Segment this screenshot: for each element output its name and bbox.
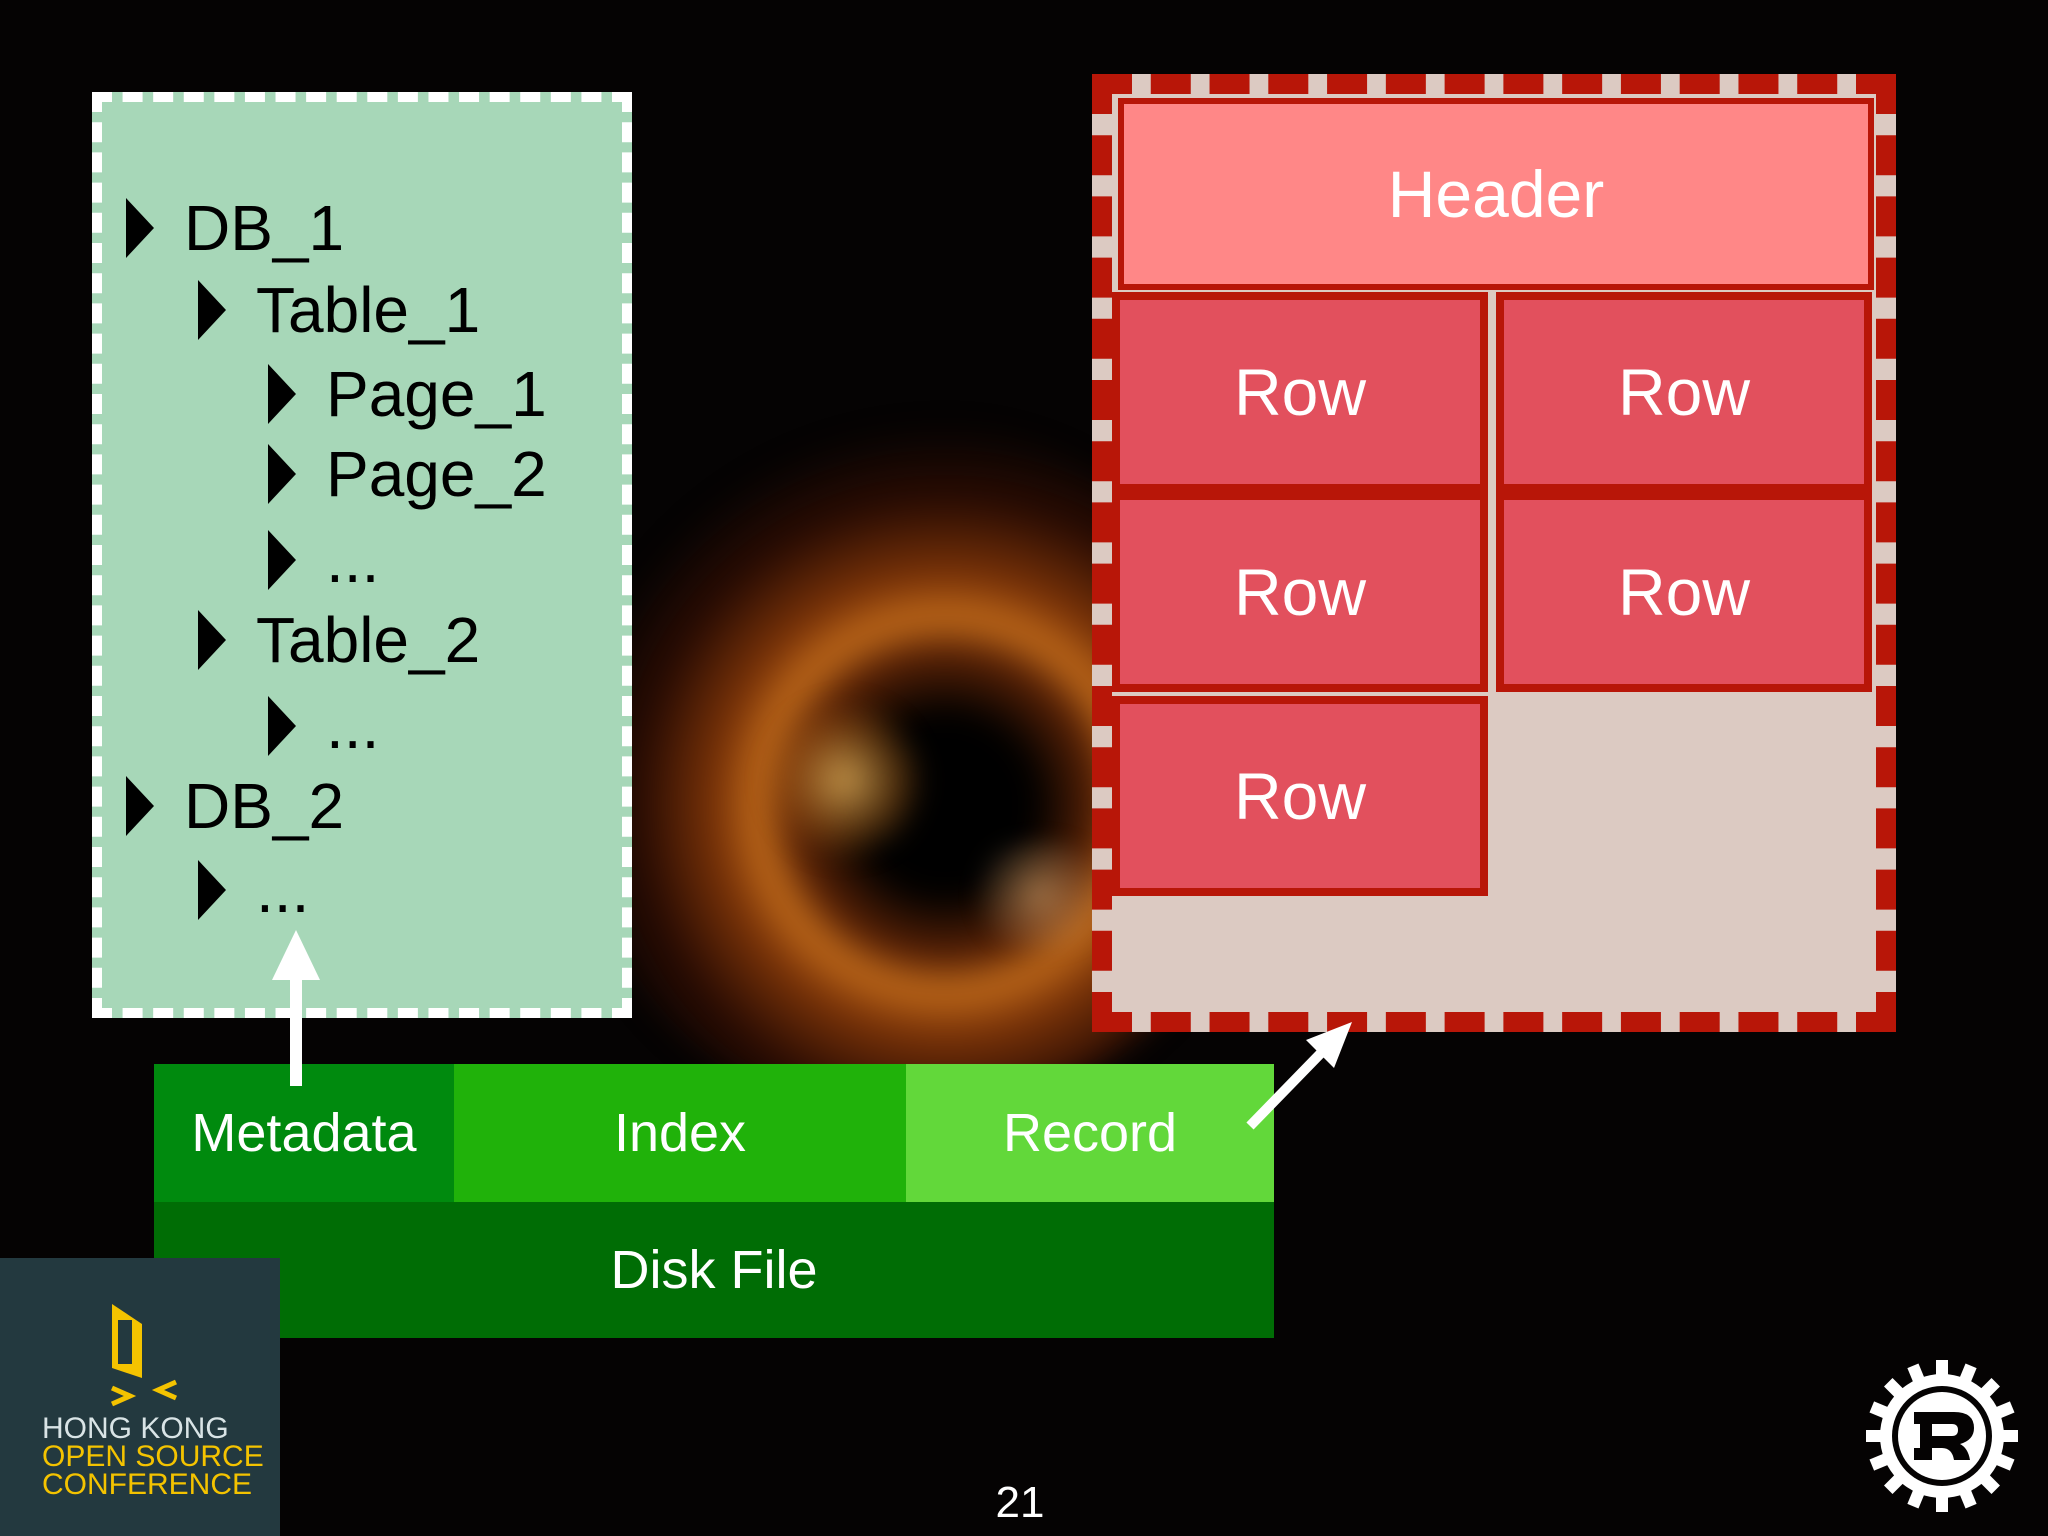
tree-item-db-2-more: ... [198,850,309,930]
tree-item-label: Page_2 [326,438,547,510]
tree-item-label: ... [326,690,380,762]
triangle-right-icon [198,860,226,920]
row-block: Row [1112,696,1488,896]
slide-number: 21 [995,1478,1045,1527]
rust-logo-icon [1866,1360,2018,1512]
row-block: Row [1112,292,1488,492]
tree-item-pages-more: ... [268,520,379,600]
conference-line-1: HONG KONG [42,1412,229,1445]
tree-item-label: DB_2 [184,770,345,842]
index-segment: Index [454,1064,906,1202]
row-block: Row [1496,492,1872,692]
triangle-right-icon [198,610,226,670]
tree-item-db-1: DB_1 [126,188,344,268]
tree-item-label: DB_1 [184,192,345,264]
door-logo-icon [110,1304,178,1407]
tree-item-label: ... [326,524,380,596]
tree-item-db-2: DB_2 [126,766,344,846]
record-segment: Record [906,1064,1274,1202]
conference-line-3: CONFERENCE [42,1468,253,1501]
tree-item-label: ... [256,854,310,926]
triangle-right-icon [126,198,154,258]
triangle-right-icon [268,444,296,504]
tree-item-page-1: Page_1 [268,354,547,434]
page-header-block: Header [1118,98,1874,290]
tree-item-label: Page_1 [326,358,547,430]
triangle-right-icon [126,776,154,836]
metadata-segment: Metadata [154,1064,454,1202]
tree-item-label: Table_1 [256,274,481,346]
triangle-right-icon [198,280,226,340]
background-glow-highlight [760,700,930,860]
tree-item-table-2-more: ... [268,686,379,766]
triangle-right-icon [268,364,296,424]
tree-item-label: Table_2 [256,604,481,676]
metadata-tree-panel [92,92,632,1018]
row-block: Row [1496,292,1872,492]
row-block: Row [1112,492,1488,692]
disk-file-bar: Disk File [154,1202,1274,1338]
tree-item-page-2: Page_2 [268,434,547,514]
triangle-right-icon [268,530,296,590]
triangle-right-icon [268,696,296,756]
conference-logo: HONG KONG OPEN SOURCE CONFERENCE [0,1258,280,1536]
tree-item-table-1: Table_1 [198,270,480,350]
tree-item-table-2: Table_2 [198,600,480,680]
conference-line-2: OPEN SOURCE [42,1440,264,1473]
